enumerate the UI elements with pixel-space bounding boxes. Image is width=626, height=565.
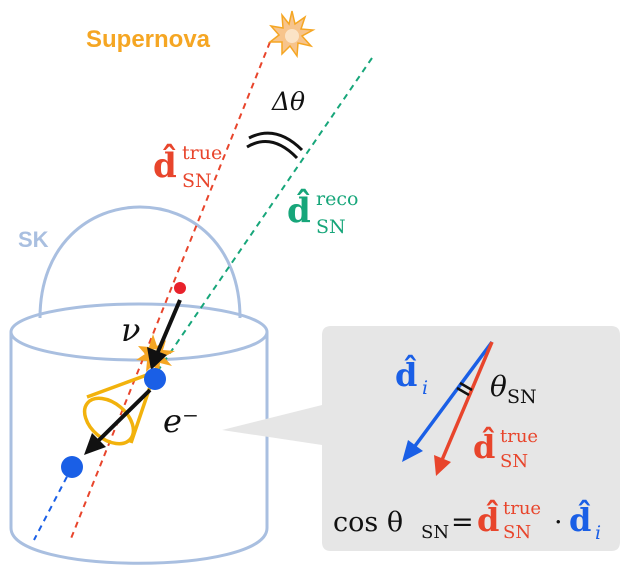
electron-start-dot: [144, 368, 166, 390]
inset-angle-marks: [456, 381, 473, 397]
electron-label: e⁻: [163, 402, 199, 440]
electron-arrow: [84, 388, 152, 455]
svg-text:i: i: [595, 522, 601, 544]
inset-formula: cos θ SN = d̂ true SN · d̂ i: [333, 498, 601, 544]
neutrino-arrow: [147, 299, 182, 370]
svg-text:SN: SN: [421, 522, 449, 543]
svg-text:d̂: d̂: [569, 499, 591, 539]
svg-text:d̂: d̂: [477, 499, 499, 539]
svg-text:SN: SN: [182, 170, 212, 192]
supernova-label: Supernova: [86, 26, 211, 53]
svg-text:d̂: d̂: [473, 426, 495, 466]
svg-text:θ: θ: [490, 370, 507, 403]
svg-text:true: true: [503, 498, 541, 519]
neutrino-label: ν: [121, 311, 140, 349]
inset-theta-label: θ SN: [490, 370, 537, 408]
electron-end-dot: [61, 456, 83, 478]
inset-d-true-arrow: [434, 341, 494, 476]
delta-theta-arc: [246, 131, 304, 160]
svg-text:·: ·: [554, 507, 563, 538]
detector-tank-body: [9, 332, 269, 565]
reco-direction-line: [156, 57, 373, 373]
svg-text:cos θ: cos θ: [333, 507, 403, 538]
reco-direction-label: d̂ reco SN: [287, 188, 358, 238]
inset-d-i-arrow: [402, 340, 494, 462]
true-direction-line: [69, 41, 271, 542]
svg-text:SN: SN: [500, 451, 528, 472]
delta-theta-label: Δθ: [271, 87, 305, 116]
svg-text:SN: SN: [316, 216, 346, 238]
true-direction-label: d̂ true SN: [153, 142, 222, 192]
svg-text:d̂: d̂: [395, 354, 417, 394]
neutrino-source-dot: [174, 282, 186, 294]
svg-text:SN: SN: [503, 522, 531, 543]
inset-d-true-label: d̂ true SN: [473, 426, 538, 472]
inset-callout: d̂ i θ SN d̂ true SN cos θ SN = d̂ true …: [222, 326, 620, 551]
supernova-star-icon: [267, 10, 316, 59]
svg-text:true: true: [500, 426, 538, 447]
electron-track-dashed: [33, 466, 73, 541]
svg-text:reco: reco: [316, 188, 358, 210]
svg-text:d̂: d̂: [287, 189, 311, 231]
svg-text:true: true: [182, 142, 222, 164]
svg-text:SN: SN: [507, 386, 537, 408]
svg-text:=: =: [451, 507, 474, 538]
svg-text:d̂: d̂: [153, 144, 177, 186]
inset-d-i-label: d̂ i: [395, 354, 428, 399]
detector-dome: [38, 205, 242, 319]
cherenkov-cone: [82, 370, 157, 446]
sk-label: SK: [18, 227, 49, 252]
svg-text:i: i: [422, 377, 428, 399]
